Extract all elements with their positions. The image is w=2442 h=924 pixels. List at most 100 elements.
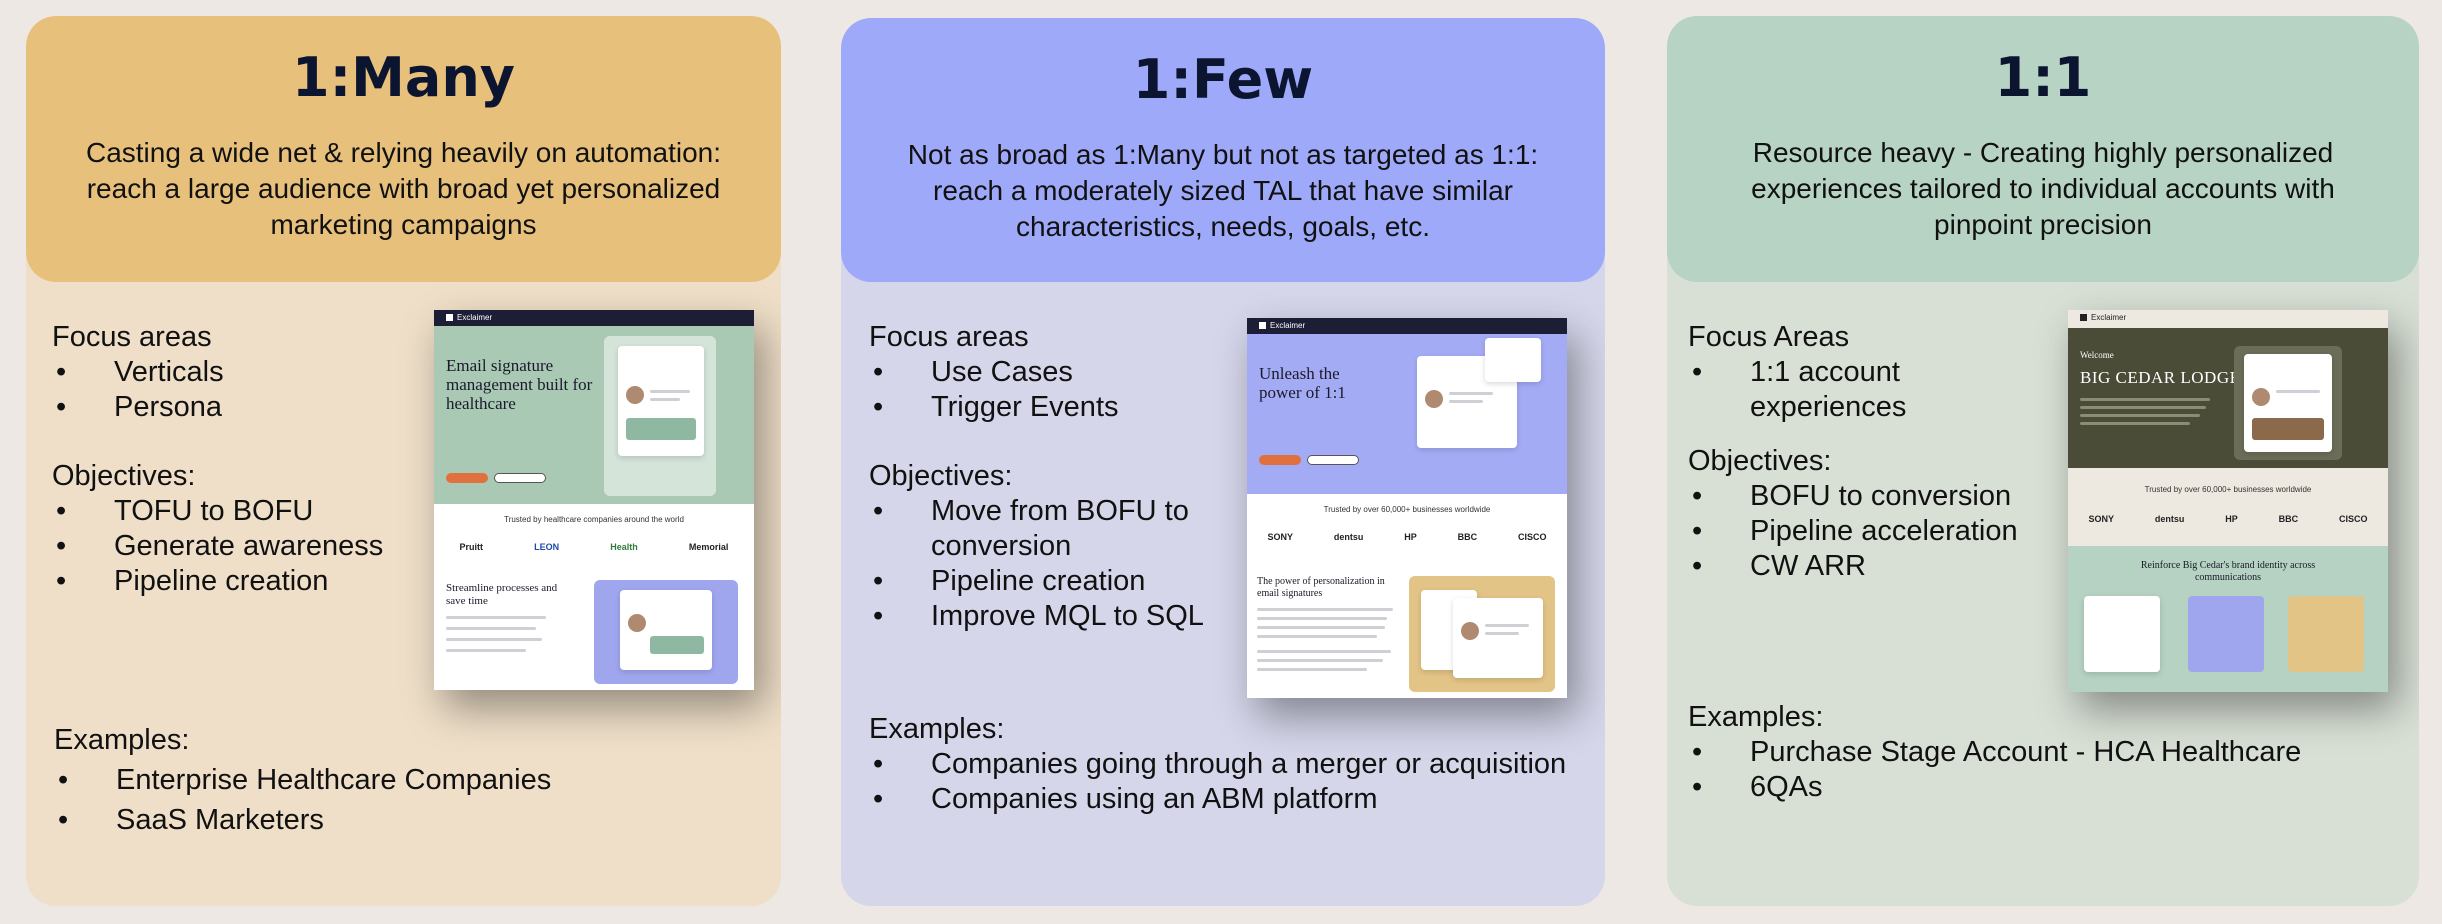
trusted-text: Trusted by over 60,000+ businesses world…: [1323, 505, 1491, 514]
feature-title: Streamline processes and save time: [446, 582, 558, 607]
objectives-list: Move from BOFU to conversion Pipeline cr…: [869, 494, 1241, 634]
website-screenshot: Exclaimer Email signature management bui…: [434, 310, 754, 690]
website-screenshot: Exclaimer Welcome BIG CEDAR LODGE Truste…: [2068, 310, 2388, 692]
feature-section: Reinforce Big Cedar's brand identity acr…: [2068, 546, 2388, 692]
examples-list: Enterprise Healthcare Companies SaaS Mar…: [54, 760, 781, 840]
list-item: Persona: [52, 390, 781, 425]
list-item: 1:1 account experiences: [1688, 355, 1938, 425]
secondary-button: [1307, 455, 1359, 465]
list-item: Companies using an ABM platform: [869, 782, 1605, 817]
examples-section: Examples: Enterprise Healthcare Companie…: [26, 720, 781, 840]
customer-logo: CISCO: [1517, 532, 1547, 542]
objectives-list: BOFU to conversion Pipeline acceleration…: [1688, 479, 2419, 584]
feature-title: Reinforce Big Cedar's brand identity acr…: [2140, 560, 2316, 583]
customer-logo: SONY: [1267, 532, 1293, 542]
hero-section: Unleash the power of 1:1: [1247, 334, 1567, 494]
screenshot-nav-bar: Exclaimer: [434, 310, 754, 326]
list-item: Generate awareness: [52, 529, 781, 564]
feature-title: The power of personalization in email si…: [1257, 576, 1385, 599]
secondary-button: [494, 473, 546, 483]
exclaimer-logo-icon: [446, 314, 453, 321]
feature-panel: [1409, 576, 1555, 692]
examples-label: Examples:: [54, 724, 190, 756]
feature-panel: [594, 580, 738, 684]
customer-logo: SONY: [2088, 514, 2114, 524]
hero-title: Unleash the power of 1:1: [1259, 364, 1346, 402]
customer-logos: SONY dentsu HP BBC CISCO: [1247, 532, 1567, 542]
list-item: 6QAs: [1688, 770, 2419, 805]
focus-section: Focus Areas 1:1 account experiences: [1667, 320, 2007, 425]
customer-logo: CISCO: [2338, 514, 2368, 524]
list-item: BOFU to conversion: [1688, 479, 2419, 514]
welcome-text: Welcome: [2080, 350, 2114, 360]
list-item: Improve MQL to SQL: [869, 599, 1241, 634]
column-header: 1:Few Not as broad as 1:Many but not as …: [841, 18, 1605, 282]
customer-logo: Memorial: [688, 542, 729, 552]
hero-mockup: [604, 336, 716, 496]
column-one-to-one: 1:1 Resource heavy - Creating highly per…: [1667, 16, 2419, 906]
list-item: Move from BOFU to conversion: [869, 494, 1199, 564]
column-title: 1:Many: [292, 46, 515, 109]
column-header: 1:Many Casting a wide net & relying heav…: [26, 16, 781, 282]
focus-label: Focus Areas: [1688, 321, 1850, 353]
hero-section: Email signature management built for hea…: [434, 326, 754, 504]
avatar: [628, 614, 646, 632]
column-description: Casting a wide net & relying heavily on …: [85, 137, 722, 241]
focus-list: 1:1 account experiences: [1688, 355, 2007, 425]
focus-section: Focus areas Verticals Persona: [26, 320, 781, 425]
brand-name: Exclaimer: [457, 313, 493, 322]
list-item: Companies going through a merger or acqu…: [869, 747, 1605, 782]
column-one-to-few: 1:Few Not as broad as 1:Many but not as …: [841, 18, 1605, 906]
list-item: TOFU to BOFU: [52, 494, 781, 529]
objectives-section: Objectives: TOFU to BOFU Generate awaren…: [26, 459, 781, 599]
hero-buttons: [446, 470, 546, 488]
customer-logos: Pruitt LEON Health Memorial: [434, 542, 754, 552]
column-one-to-many: 1:Many Casting a wide net & relying heav…: [26, 16, 781, 906]
customer-logo: dentsu: [2154, 514, 2185, 524]
customer-logo: HP: [2225, 514, 2238, 524]
list-item: Trigger Events: [869, 390, 1605, 425]
primary-button: [1259, 455, 1301, 465]
list-item: Verticals: [52, 355, 781, 390]
column-description: Resource heavy - Creating highly persona…: [1751, 137, 2335, 241]
list-item: CW ARR: [1688, 549, 2419, 584]
focus-section: Focus areas Use Cases Trigger Events: [841, 320, 1605, 425]
examples-list: Companies going through a merger or acqu…: [869, 747, 1605, 817]
examples-section: Examples: Companies going through a merg…: [841, 712, 1605, 817]
hero-title: Email signature management built for hea…: [446, 356, 593, 413]
avatar: [1461, 622, 1479, 640]
exclaimer-logo-icon: [1259, 322, 1266, 329]
hero-mockup: [2234, 346, 2342, 460]
objectives-label: Objectives:: [52, 460, 196, 492]
objectives-label: Objectives:: [869, 460, 1013, 492]
customer-logo: HP: [1404, 532, 1417, 542]
focus-list: Use Cases Trigger Events: [869, 355, 1605, 425]
objectives-list: TOFU to BOFU Generate awareness Pipeline…: [52, 494, 781, 599]
customer-logo: LEON: [534, 542, 560, 552]
objectives-section: Objectives: BOFU to conversion Pipeline …: [1667, 444, 2419, 584]
avatar: [2252, 388, 2270, 406]
examples-label: Examples:: [1688, 701, 1824, 733]
customer-logos: SONY dentsu HP BBC CISCO: [2068, 514, 2388, 524]
avatar: [626, 386, 644, 404]
list-item: Enterprise Healthcare Companies: [54, 760, 781, 800]
brand-name: Exclaimer: [1270, 321, 1306, 330]
column-title: 1:Few: [1132, 48, 1314, 111]
list-item: Pipeline creation: [52, 564, 781, 599]
list-item: SaaS Marketers: [54, 800, 781, 840]
customer-logo: dentsu: [1333, 532, 1364, 542]
focus-label: Focus areas: [52, 321, 212, 353]
hero-title: BIG CEDAR LODGE: [2080, 368, 2241, 387]
signature-card: [618, 346, 704, 456]
focus-list: Verticals Persona: [52, 355, 781, 425]
screenshot-nav-bar: Exclaimer: [2068, 310, 2388, 326]
focus-label: Focus areas: [869, 321, 1029, 353]
list-item: Purchase Stage Account - HCA Healthcare: [1688, 735, 2419, 770]
customer-logo: Pruitt: [459, 542, 484, 552]
column-description: Not as broad as 1:Many but not as target…: [907, 139, 1539, 243]
signature-card: [2244, 354, 2332, 452]
brand-name: Exclaimer: [2091, 313, 2127, 322]
list-item: Pipeline creation: [869, 564, 1241, 599]
hero-section: Welcome BIG CEDAR LODGE: [2068, 328, 2388, 468]
examples-section: Examples: Purchase Stage Account - HCA H…: [1667, 700, 2419, 805]
